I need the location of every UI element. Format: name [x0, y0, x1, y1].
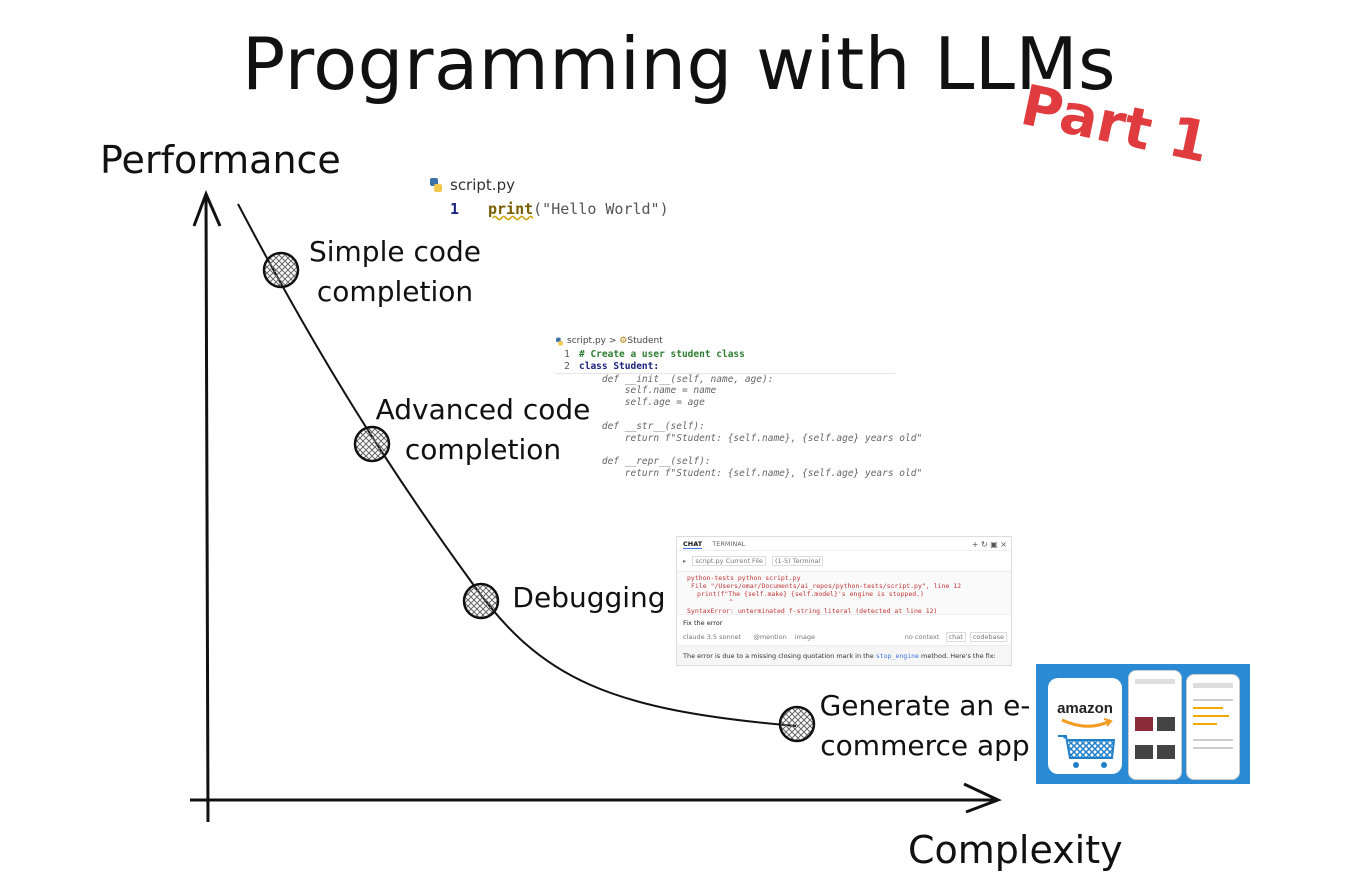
y-axis	[204, 195, 210, 823]
page-title: Programming with LLMs	[241, 22, 1117, 106]
phone-mockup	[1128, 670, 1182, 780]
code-snippet-advanced: script.py > ⚙Student 1# Create a user st…	[555, 336, 923, 486]
command-line: python-tests python script.py	[687, 574, 801, 582]
tab-terminal[interactable]: TERMINAL	[712, 540, 746, 548]
breadcrumb: script.py > ⚙Student	[555, 336, 915, 346]
code-line: 1# Create a user student class	[564, 349, 745, 360]
collapse-icon[interactable]: ▸	[683, 557, 687, 565]
ecommerce-app-image: amazon	[1036, 664, 1250, 784]
stage-marker	[353, 425, 391, 463]
stage-marker	[778, 705, 816, 743]
code-line: self.name = name	[579, 385, 717, 397]
code-line: def __repr__(self):	[579, 456, 711, 468]
class-icon: ⚙	[619, 336, 628, 346]
trace-caret: ^	[729, 598, 733, 606]
code-line: self.age = age	[579, 397, 705, 409]
add-icon[interactable]: +	[971, 540, 979, 549]
phone-mockup	[1186, 674, 1240, 780]
chat-response: The error is due to a missing closing qu…	[677, 645, 1011, 665]
mention-button[interactable]: @mention	[753, 633, 787, 641]
close-icon[interactable]: ×	[1000, 540, 1007, 549]
x-axis-arrow	[963, 782, 1002, 814]
expand-icon[interactable]: ▣	[990, 540, 998, 549]
cart-icon	[1058, 735, 1116, 768]
trace-line: File "/Users/omar/Documents/ai_repos/pyt…	[691, 582, 962, 590]
stage-marker	[262, 251, 300, 289]
stage-label-ecommerce: Generate an e-commerce app	[819, 689, 1031, 762]
context-terminal-chip[interactable]: (1-5) Terminal	[772, 556, 824, 566]
code-line	[555, 444, 915, 456]
code-line	[555, 409, 915, 421]
no-context-button[interactable]: no context	[904, 633, 940, 641]
image-button[interactable]: image	[794, 633, 816, 641]
chat-button[interactable]: chat	[945, 632, 966, 642]
context-row: ▸ script.py Current File (1-5) Terminal	[677, 556, 1011, 566]
history-icon[interactable]: ↻	[980, 540, 988, 549]
code-line: def __init__(self, name, age):	[579, 373, 774, 385]
error-line: SyntaxError: unterminated f-string liter…	[687, 607, 938, 615]
stage-label-debugging: Debugging	[512, 581, 666, 614]
performance-curve	[237, 203, 797, 727]
chat-footer: claude 3.5 sonnet @mention image no cont…	[677, 632, 1011, 642]
y-axis-label: Performance	[100, 138, 341, 182]
context-file-chip[interactable]: script.py Current File	[692, 556, 766, 566]
terminal-output: python-tests python script.py File "/Use…	[677, 571, 1011, 615]
trace-line: print(f"The {self.make} {self.model}'s e…	[697, 590, 924, 598]
codebase-button[interactable]: codebase	[969, 632, 1007, 642]
amazon-logo: amazon	[1048, 678, 1122, 774]
code-line: return f"Student: {self.name}, {self.age…	[579, 467, 923, 479]
chat-panel: CHAT TERMINAL + ↻ ▣ × ▸ script.py Curren…	[676, 536, 1012, 666]
tab-chat[interactable]: CHAT	[683, 540, 703, 549]
x-axis-label: Complexity	[908, 828, 1123, 872]
y-axis-arrow	[192, 190, 222, 227]
file-tab: script.py	[428, 176, 698, 194]
smile-icon	[1061, 718, 1113, 728]
code-line: return f"Student: {self.name}, {self.age…	[579, 432, 923, 444]
model-select[interactable]: claude 3.5 sonnet	[683, 633, 742, 641]
prompt-input[interactable]: Fix the error	[683, 619, 723, 627]
python-icon	[556, 337, 563, 346]
stage-marker	[462, 582, 500, 620]
panel-controls: + ↻ ▣ ×	[972, 540, 1007, 549]
python-icon	[430, 178, 442, 192]
code-line: def __str__(self):	[579, 420, 705, 432]
chat-tabs: CHAT TERMINAL + ↻ ▣ ×	[677, 540, 1011, 551]
